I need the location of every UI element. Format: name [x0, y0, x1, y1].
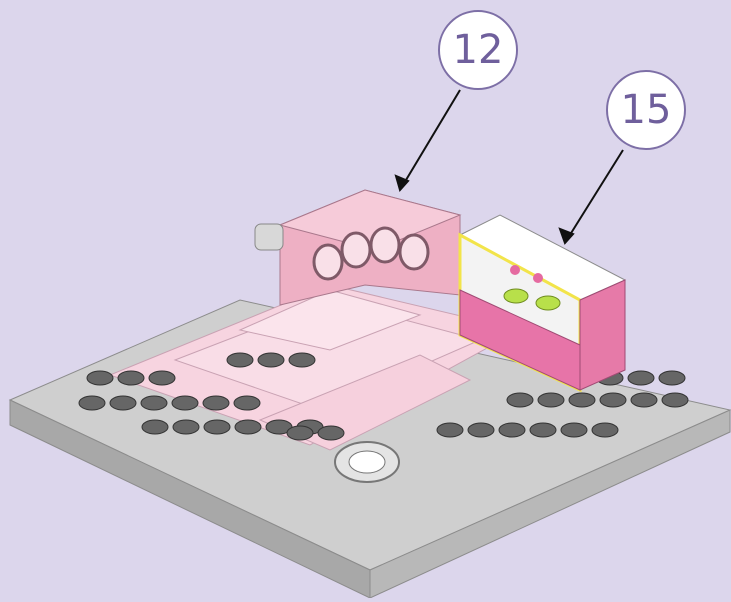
stud-icon — [235, 420, 261, 434]
stud-icon — [318, 426, 344, 440]
stud-icon — [569, 393, 595, 407]
round-plate — [335, 442, 399, 482]
stud-icon — [631, 393, 657, 407]
stud-icon — [87, 371, 113, 385]
stud-icon — [659, 371, 685, 385]
stud-icon — [258, 353, 284, 367]
stud-icon — [142, 420, 168, 434]
stud-icon — [118, 371, 144, 385]
stud-icon — [507, 393, 533, 407]
stud-icon — [538, 393, 564, 407]
stud-icon — [499, 423, 525, 437]
step-callout-15: 15 — [606, 70, 686, 150]
stud-icon — [592, 423, 618, 437]
stud-icon — [234, 396, 260, 410]
stud-icon — [172, 396, 198, 410]
stud-icon — [468, 423, 494, 437]
stud-icon — [204, 420, 230, 434]
stud-icon — [227, 353, 253, 367]
stud-icon — [289, 353, 315, 367]
stud-icon — [173, 420, 199, 434]
stud-icon — [437, 423, 463, 437]
stud-icon — [561, 423, 587, 437]
stud-icon — [79, 396, 105, 410]
pink-corner-bricks — [255, 190, 460, 305]
stud-icon — [600, 393, 626, 407]
stud-icon — [628, 371, 654, 385]
stud-icon — [141, 396, 167, 410]
step-callout-12: 12 — [438, 10, 518, 90]
stud-icon — [110, 396, 136, 410]
stud-icon — [662, 393, 688, 407]
stud-icon — [287, 426, 313, 440]
stud-icon — [203, 396, 229, 410]
stud-icon — [149, 371, 175, 385]
stud-icon — [530, 423, 556, 437]
